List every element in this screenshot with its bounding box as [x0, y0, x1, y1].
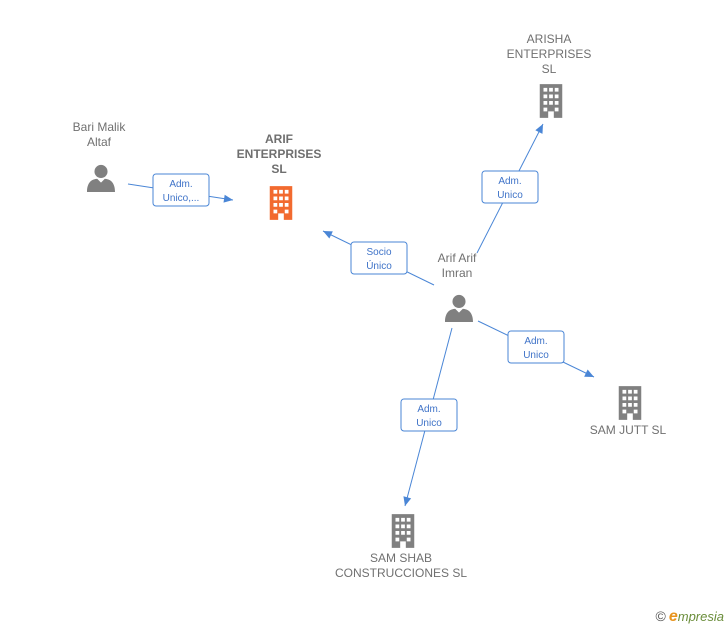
brand-logo-text: mpresia: [677, 609, 724, 624]
arrowhead: [535, 124, 543, 134]
node-label: ENTERPRISES: [507, 47, 592, 61]
building-icon: [539, 84, 563, 118]
edge-label-box: [507, 330, 565, 364]
node-label: SL: [271, 162, 286, 176]
node-label: ENTERPRISES: [237, 147, 322, 161]
node-label: CONSTRUCCIONES SL: [335, 566, 467, 580]
edge-label-line: Unico: [523, 350, 549, 361]
edge-label-box: [152, 173, 210, 207]
edge-label-line: Adm.: [524, 336, 547, 347]
edge-label-box: [350, 241, 408, 275]
node-sam_jutt[interactable]: SAM JUTT SL: [590, 386, 667, 437]
building-icon: [618, 386, 642, 420]
arrowhead: [223, 194, 233, 203]
edge-arif_imran-to-sam_shab: Adm. Unico: [400, 327, 458, 507]
edge-label[interactable]: Adm. Unico: [481, 170, 539, 204]
node-label: SAM SHAB: [370, 551, 432, 565]
node-label: SL: [542, 62, 557, 76]
edge-arif_imran-to-arisha: Adm. Unico: [476, 123, 544, 254]
edge-label[interactable]: Adm. Unico: [400, 398, 458, 432]
node-label: ARISHA: [527, 32, 572, 46]
edge-label-line: Unico: [497, 190, 523, 201]
edge-label-line: Adm.: [498, 176, 521, 187]
arrowhead: [403, 496, 412, 506]
edge-label-line: Socio: [366, 247, 391, 258]
edge-label-line: Unico,...: [163, 193, 200, 204]
node-label: Imran: [442, 266, 473, 280]
node-label: Altaf: [87, 135, 112, 149]
node-label: Arif Arif: [438, 251, 477, 265]
brand-logo-e: e: [668, 608, 678, 625]
edge-label-line: Único: [366, 259, 392, 272]
person-icon: [445, 294, 473, 322]
node-label: ARIF: [265, 132, 293, 146]
edge-label-box: [481, 170, 539, 204]
copyright-symbol: ©: [655, 608, 666, 624]
arrowhead: [584, 369, 594, 377]
edge-label-line: Adm.: [417, 404, 440, 415]
building-icon: [269, 186, 293, 220]
edge-bari-to-arif_ent: Adm. Unico,...: [127, 173, 234, 207]
edge-arif_imran-to-sam_jutt: Adm. Unico: [477, 320, 595, 378]
edge-label-line: Adm.: [169, 179, 192, 190]
empresia-brand[interactable]: ©empresia: [656, 608, 724, 626]
node-label: SAM JUTT SL: [590, 423, 667, 437]
edge-label[interactable]: Adm. Unico: [507, 330, 565, 364]
person-icon: [87, 164, 115, 192]
edge-label-box: [400, 398, 458, 432]
edge-label-line: Unico: [416, 418, 442, 429]
edge-label[interactable]: Adm. Unico,...: [152, 173, 210, 207]
arrowhead: [323, 231, 333, 239]
building-icon: [391, 514, 415, 548]
edges-layer: Adm.Unico,...SocioÚnicoAdm.UnicoAdm.Unic…: [127, 123, 595, 507]
node-label: Bari Malik: [73, 120, 127, 134]
